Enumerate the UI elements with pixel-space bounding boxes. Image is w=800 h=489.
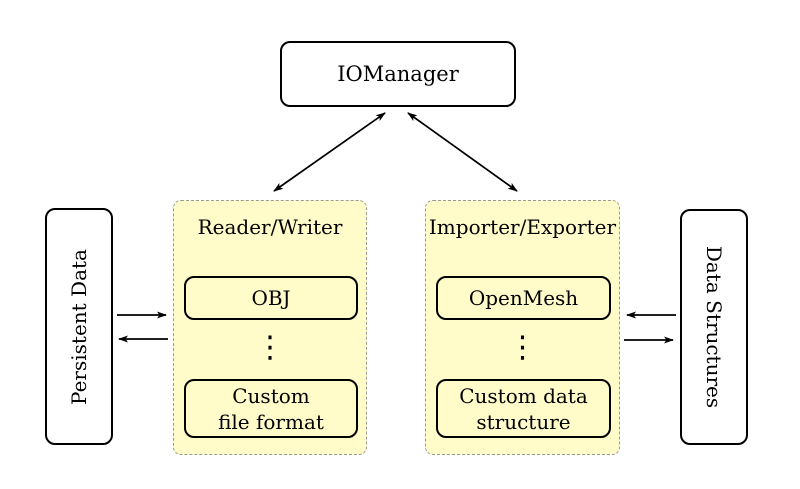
importer-exporter-title: Importer/Exporter [428, 215, 617, 239]
custom-file-format-line-2: file format [218, 409, 324, 434]
data-structures-box: Data Structures [680, 209, 748, 445]
persistent-data-box: Persistent Data [45, 208, 113, 445]
reader-writer-title: Reader/Writer [197, 215, 343, 239]
importer-exporter-group: Importer/Exporter OpenMesh ⋮ Custom data… [425, 200, 620, 455]
data-structures-label: Data Structures [702, 245, 726, 409]
reader-writer-group: Reader/Writer OBJ ⋮ Custom file format [173, 200, 367, 455]
openmesh-box: OpenMesh [436, 276, 611, 320]
custom-data-structure-line-2: structure [476, 409, 571, 434]
custom-data-structure-box: Custom data structure [436, 379, 611, 438]
custom-data-structure-line-1: Custom data [459, 383, 588, 408]
custom-file-format-box: Custom file format [184, 379, 358, 438]
vdots-left: ⋮ [255, 330, 285, 365]
iomanager-box: IOManager [280, 41, 516, 107]
arrow-iomanager-reader-writer [273, 112, 386, 192]
persistent-data-label: Persistent Data [67, 248, 92, 405]
obj-box: OBJ [184, 276, 358, 320]
arrow-iomanager-importer-exporter [407, 112, 518, 192]
iomanager-label: IOManager [337, 62, 459, 86]
openmesh-label: OpenMesh [468, 286, 579, 310]
vdots-right: ⋮ [507, 330, 538, 365]
obj-label: OBJ [251, 286, 291, 310]
custom-file-format-line-1: Custom [232, 383, 310, 408]
